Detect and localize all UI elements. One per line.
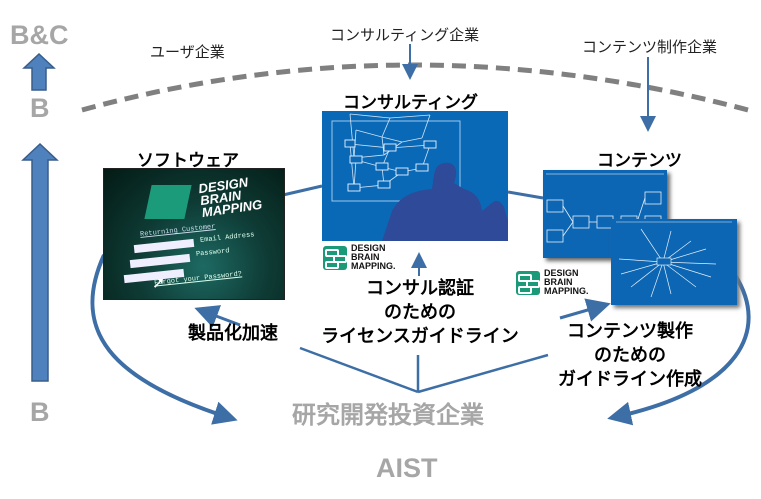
axis-label-b-bottom: B [30, 397, 50, 427]
dbm-logo-icon [323, 245, 347, 270]
password-field[interactable] [129, 253, 191, 269]
content-guideline-arrow [559, 298, 611, 322]
mouse-cursor-icon: ➚ [152, 273, 166, 292]
dbm-logo-icon [516, 270, 540, 295]
content-guideline-label: コンテンツ製作 のための ガイドライン作成 [558, 321, 702, 390]
user-company-label: ユーザ企業 [150, 43, 225, 61]
axis-tall-up-arrow [21, 142, 59, 382]
ring-line [282, 184, 323, 197]
consulting-company-label: コンサルティング企業 [330, 26, 480, 44]
content-production-company-label: コンテンツ制作企業 [582, 38, 718, 56]
content-radial-map-image [611, 219, 737, 305]
dbm-logo-mark [144, 185, 192, 219]
axis-small-up-arrow [22, 52, 56, 91]
product-acceleration-label: 製品化加速 [188, 323, 278, 344]
network-diagram [331, 113, 461, 202]
email-label: Email Address [199, 231, 255, 245]
dbm-logo-content: DESIGN BRAIN MAPPING. [516, 269, 589, 296]
product-acceleration-arrow [194, 305, 241, 328]
content-title: コンテンツ [597, 151, 682, 171]
software-title: ソフトウェア [137, 151, 239, 171]
rnd-link-right [417, 353, 549, 394]
left-loop-arrow [90, 254, 238, 425]
people-silhouette [382, 162, 508, 241]
rnd-company-label: 研究開発投資企業 [292, 402, 484, 429]
dbm-logo-consulting: DESIGN BRAIN MAPPING. [323, 244, 396, 271]
axis-label-b-mid: B [30, 93, 50, 123]
aist-label: AIST [376, 453, 438, 483]
rnd-link-left [299, 346, 419, 394]
axis-label-b-and-c: B&C [10, 20, 69, 50]
password-label: Password [195, 247, 230, 259]
software-screenshot: DESIGN BRAIN MAPPING Returning Customer … [103, 168, 285, 300]
ring-line [507, 190, 544, 200]
email-field[interactable] [133, 238, 195, 254]
consulting-title: コンサルティング [343, 93, 478, 113]
right-loop-arrow [607, 273, 751, 426]
consult-license-label: コンサル認証 のための ライセンスガイドライン [321, 278, 519, 347]
consulting-image [322, 111, 508, 241]
software-brand-text: DESIGN BRAIN MAPPING [197, 174, 264, 221]
